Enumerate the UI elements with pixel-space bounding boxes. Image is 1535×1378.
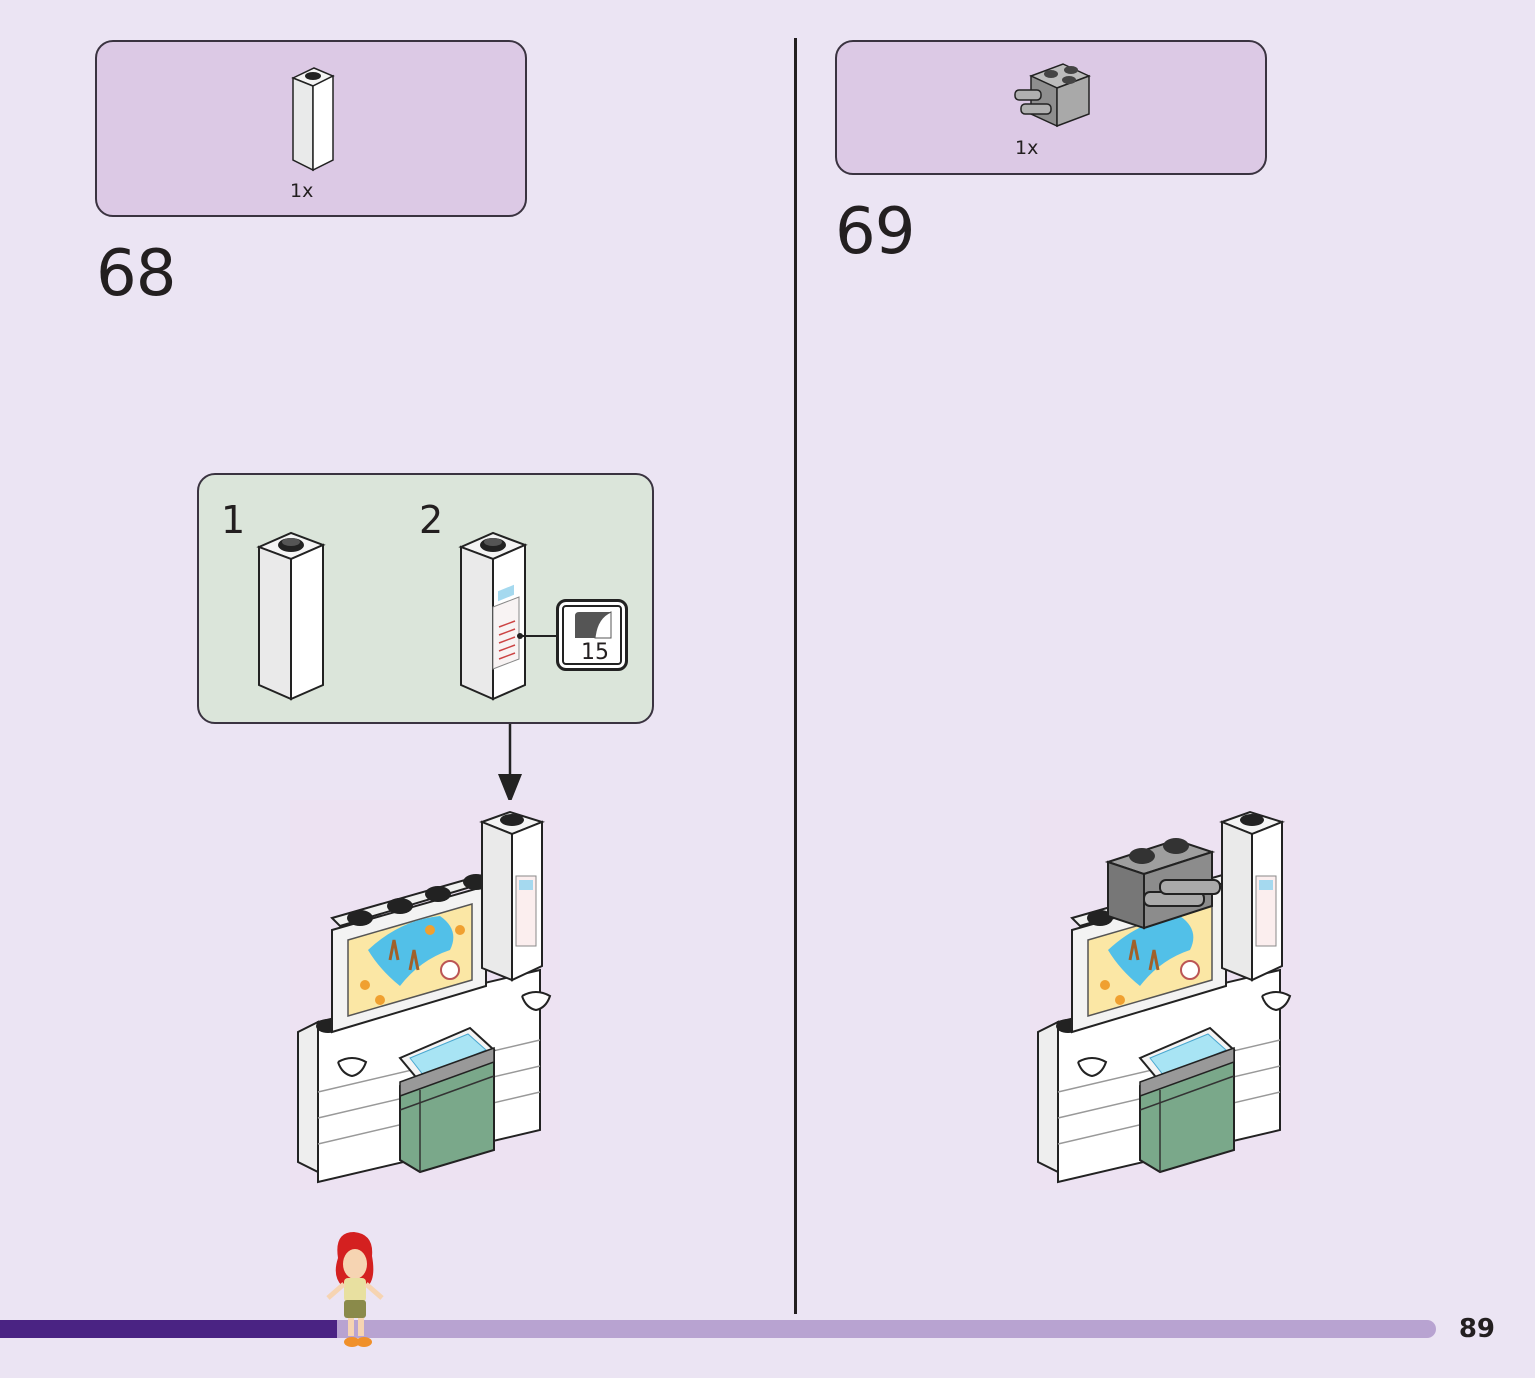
parts-list-step-68: 1x [95,40,527,217]
sub-assembly-box: 1 2 15 [197,473,654,724]
progress-bar-fill [0,1320,338,1338]
placement-arrow [498,724,522,804]
step-divider [794,38,797,1314]
white-brick-with-sticker-substep-2-icon [458,531,528,701]
part-quantity: 1x [290,180,314,202]
model-step-68-illustration [290,800,560,1190]
substep-number-2: 2 [419,498,444,542]
sticker-number: 15 [581,640,609,665]
page-number: 89 [1458,1314,1495,1344]
white-brick-1x1x3-part-icon [291,67,335,172]
substep-number-1: 1 [221,498,246,542]
sticker-callout: 15 [556,599,628,671]
sticker-icon [575,611,612,639]
sticker-connector-line [517,633,557,639]
part-quantity: 1x [1015,137,1039,159]
model-step-69-illustration [1030,800,1300,1190]
white-brick-substep-1-icon [256,531,326,701]
step-number-68: 68 [96,237,176,311]
dark-gray-brick-with-bars-part-icon [1014,63,1091,128]
parts-list-step-69: 1x [835,40,1267,175]
minifigure-progress-marker-icon [326,1232,384,1347]
instruction-progress-bar [0,1320,1436,1338]
step-number-69: 69 [835,195,915,269]
